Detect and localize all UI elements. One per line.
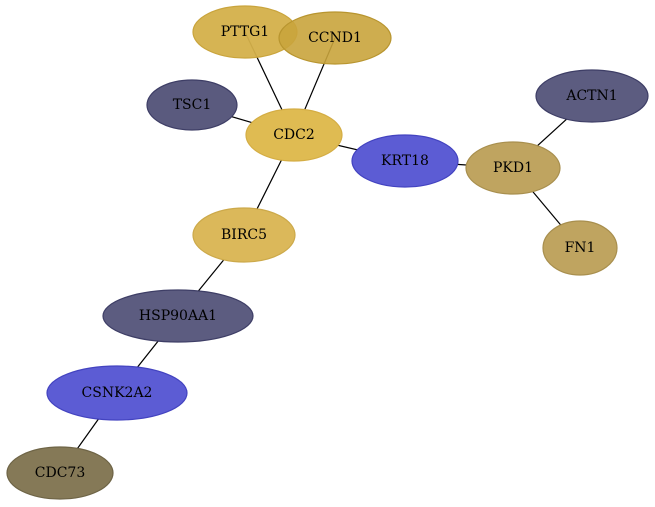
node-shape-tsc1[interactable]: [146, 79, 238, 131]
node-hsp90aa1[interactable]: HSP90AA1: [102, 289, 254, 343]
node-tsc1[interactable]: TSC1: [146, 79, 238, 131]
node-shape-actn1[interactable]: [535, 69, 649, 123]
node-krt18[interactable]: KRT18: [351, 134, 459, 188]
node-label-ccnd1: CCND1: [308, 30, 362, 46]
node-shape-cdc2[interactable]: [245, 108, 343, 162]
node-label-pkd1: PKD1: [493, 160, 533, 176]
node-shape-fn1[interactable]: [542, 220, 618, 276]
node-pkd1[interactable]: PKD1: [465, 141, 561, 195]
node-cdc73[interactable]: CDC73: [6, 446, 114, 500]
node-shape-cdc73[interactable]: [6, 446, 114, 500]
node-label-hsp90aa1: HSP90AA1: [139, 308, 217, 324]
node-label-actn1: ACTN1: [565, 88, 617, 104]
node-label-fn1: FN1: [565, 240, 596, 256]
node-label-birc5: BIRC5: [221, 227, 267, 243]
node-shape-ccnd1[interactable]: [278, 11, 392, 65]
node-ccnd1[interactable]: CCND1: [278, 11, 392, 65]
node-label-krt18: KRT18: [381, 153, 429, 169]
node-label-pttg1: PTTG1: [221, 24, 269, 40]
node-label-cdc2: CDC2: [273, 127, 315, 143]
node-birc5[interactable]: BIRC5: [192, 207, 296, 263]
node-pttg1[interactable]: PTTG1: [192, 5, 298, 59]
node-csnk2a2[interactable]: CSNK2A2: [46, 365, 188, 421]
node-label-tsc1: TSC1: [173, 97, 212, 113]
node-shape-hsp90aa1[interactable]: [102, 289, 254, 343]
node-shape-pkd1[interactable]: [465, 141, 561, 195]
node-shape-csnk2a2[interactable]: [46, 365, 188, 421]
node-shape-krt18[interactable]: [351, 134, 459, 188]
node-shape-birc5[interactable]: [192, 207, 296, 263]
node-cdc2[interactable]: CDC2: [245, 108, 343, 162]
node-fn1[interactable]: FN1: [542, 220, 618, 276]
node-label-csnk2a2: CSNK2A2: [82, 385, 153, 401]
node-label-cdc73: CDC73: [35, 465, 85, 481]
node-actn1[interactable]: ACTN1: [535, 69, 649, 123]
